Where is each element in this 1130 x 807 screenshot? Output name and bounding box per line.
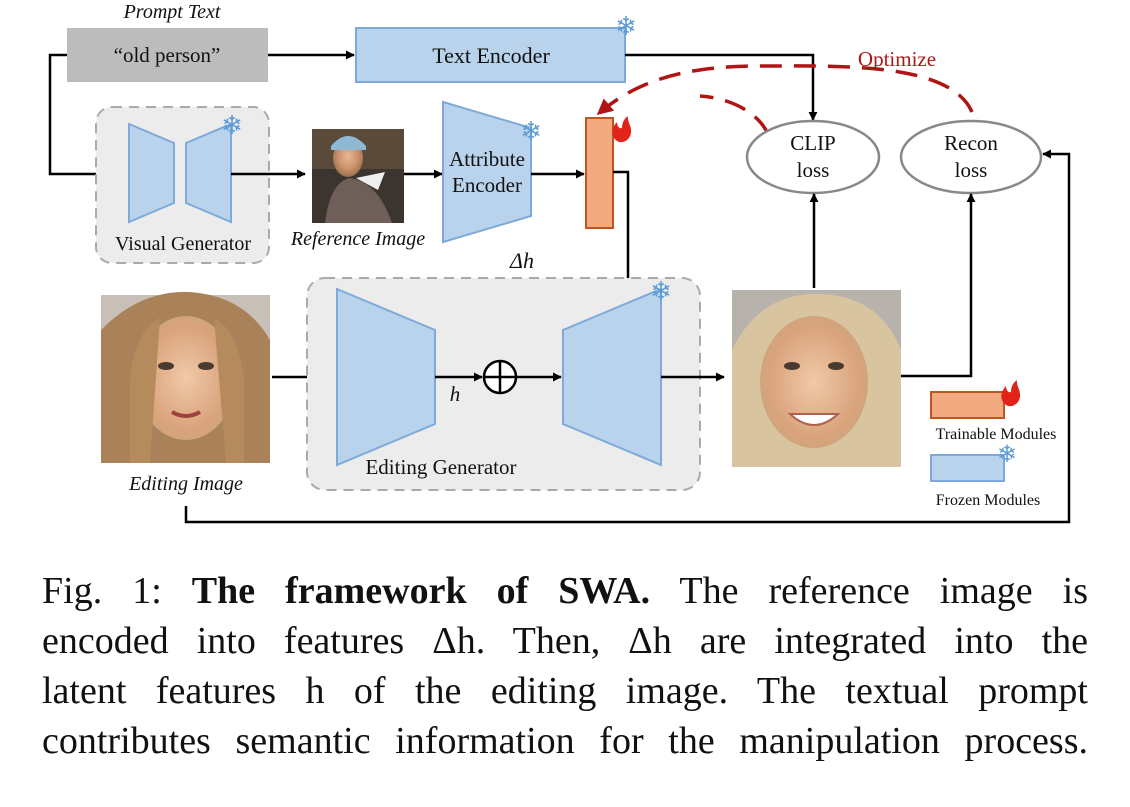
clip-loss-line1: CLIP (790, 131, 836, 155)
output-image (732, 290, 901, 467)
figure-caption: Fig. 1: The framework of SWA. The refere… (42, 566, 1088, 766)
visual-generator-encoder-shape (128, 122, 175, 224)
optimize-arc-inner (699, 94, 770, 135)
text-encoder-label: Text Encoder (432, 43, 550, 68)
attribute-encoder-snowflake-icon: ❄ (520, 117, 542, 146)
legend-trainable-swatch (930, 391, 1005, 419)
editing-generator-encoder-shape (336, 287, 436, 467)
attribute-encoder-shape (442, 100, 532, 244)
optimize-label: Optimize (858, 47, 936, 71)
attribute-encoder-label-line2: Encoder (452, 173, 522, 197)
recon-loss-node (899, 119, 1043, 195)
editing-to-recon-arrow (184, 149, 1071, 524)
editing-generator-decoder-shape (562, 287, 662, 467)
clip-loss-node (745, 119, 881, 195)
visual-generator-decoder-shape (185, 122, 232, 224)
trainable-module-box (585, 117, 614, 229)
encoder-to-clip-arrow (625, 53, 818, 121)
editing-generator-snowflake-icon: ❄ (650, 277, 672, 306)
caption-line1-rest: The reference image is (650, 570, 1088, 612)
reference-image (312, 129, 404, 223)
recon-loss-line2: loss (955, 158, 988, 182)
text-encoder-box (355, 27, 626, 83)
h-label: h (450, 382, 461, 406)
caption-line-2: encoded into features Δh. Then, Δh are i… (42, 620, 1088, 662)
text-encoder-snowflake-icon: ❄ (615, 12, 637, 41)
caption-line-3: latent features h of the editing image. … (42, 670, 1088, 712)
legend-frozen-swatch (930, 454, 1005, 482)
visual-generator-snowflake-icon: ❄ (221, 111, 243, 140)
prompt-value: “old person” (114, 43, 221, 67)
legend-frozen-label: Frozen Modules (936, 492, 1040, 509)
caption-line-1: Fig. 1: The framework of SWA. The refere… (42, 566, 1088, 616)
trainable-module-flame-icon (612, 116, 632, 143)
editing-image-label: Editing Image (128, 473, 243, 495)
prompt-to-generator-arrow (48, 53, 127, 179)
visual-generator-label: Visual Generator (115, 233, 251, 255)
sum-operator-icon (482, 359, 518, 395)
reference-image-label: Reference Image (290, 228, 425, 250)
editing-generator-label: Editing Generator (365, 455, 516, 479)
output-to-recon-arrow (901, 193, 976, 378)
framework-diagram: Prompt Text “old person” Text Encoder ❄ … (48, 1, 1071, 524)
caption-line-4: contributes semantic information for the… (42, 720, 1088, 762)
legend-flame-icon (1001, 380, 1021, 407)
attribute-encoder-label-line1: Attribute (449, 147, 525, 171)
prompt-box (67, 28, 268, 82)
optimize-arc (596, 64, 974, 116)
prompt-text-label: Prompt Text (123, 1, 221, 23)
recon-loss-line1: Recon (944, 131, 998, 155)
clip-loss-line2: loss (797, 158, 830, 182)
caption-prefix: Fig. 1: (42, 570, 192, 612)
caption-bold-title: The framework of SWA. (191, 570, 651, 612)
editing-image (101, 291, 270, 463)
legend-trainable-label: Trainable Modules (936, 426, 1057, 443)
delta-h-label: Δh (509, 248, 534, 273)
legend-snowflake-icon: ❄ (997, 442, 1017, 468)
